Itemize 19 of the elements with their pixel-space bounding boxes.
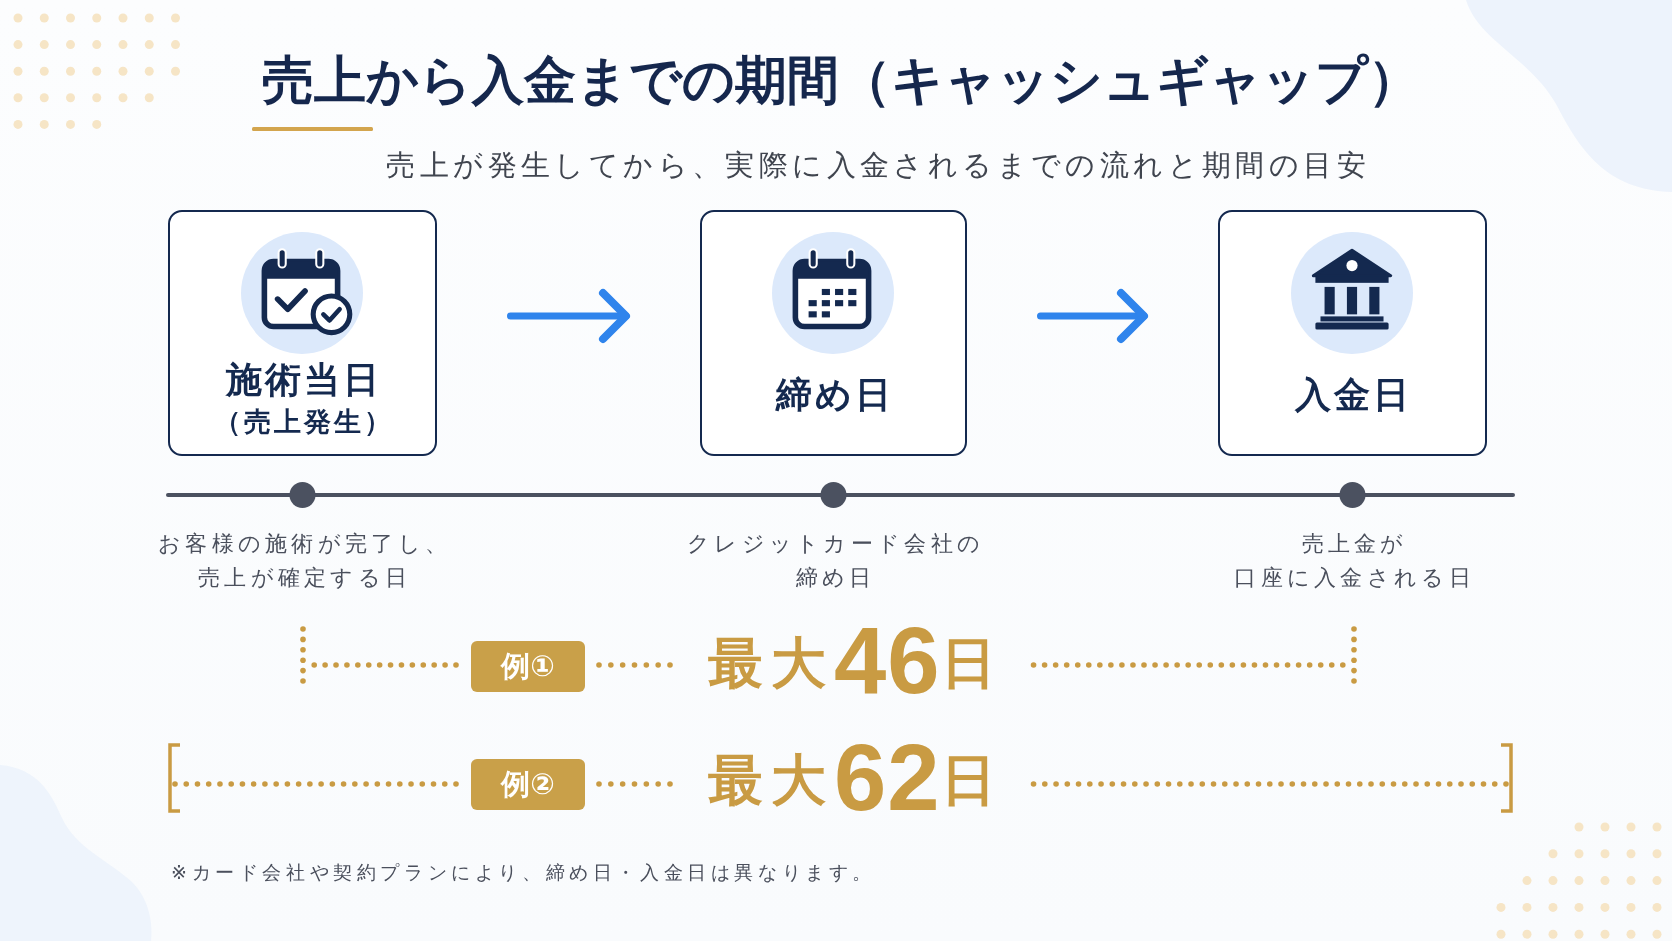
step-subtitle: （売上発生） [212,405,394,438]
example-tag: 例② [471,759,585,810]
step-title: 締め日 [774,372,894,417]
example-tag: 例① [471,641,585,692]
footnote: ※カード会社や契約プランにより、締め日・入金日は異なります。 [171,859,876,885]
step-card [1218,210,1487,456]
step-title: 入金日 [1293,372,1412,417]
arrow [507,289,630,343]
step-description: クレジットカード会社の締め日 [686,530,985,592]
title: 売上から入金までの期間（キャッシュギャップ） [262,48,1420,112]
arrow [1037,289,1148,343]
step-card [168,210,437,456]
duration-text: 最大62日 [708,731,1004,825]
step-description: 売上金が口座に入金される日 [1233,530,1475,592]
step-title: 施術当日 [224,357,382,402]
step-description: お客様の施術が完了し、売上が確定する日 [157,530,452,592]
subtitle: 売上が発生してから、実際に入金されるまでの流れと期間の目安 [385,146,1370,184]
step-card [700,210,967,456]
duration-text: 最大46日 [708,614,1004,708]
